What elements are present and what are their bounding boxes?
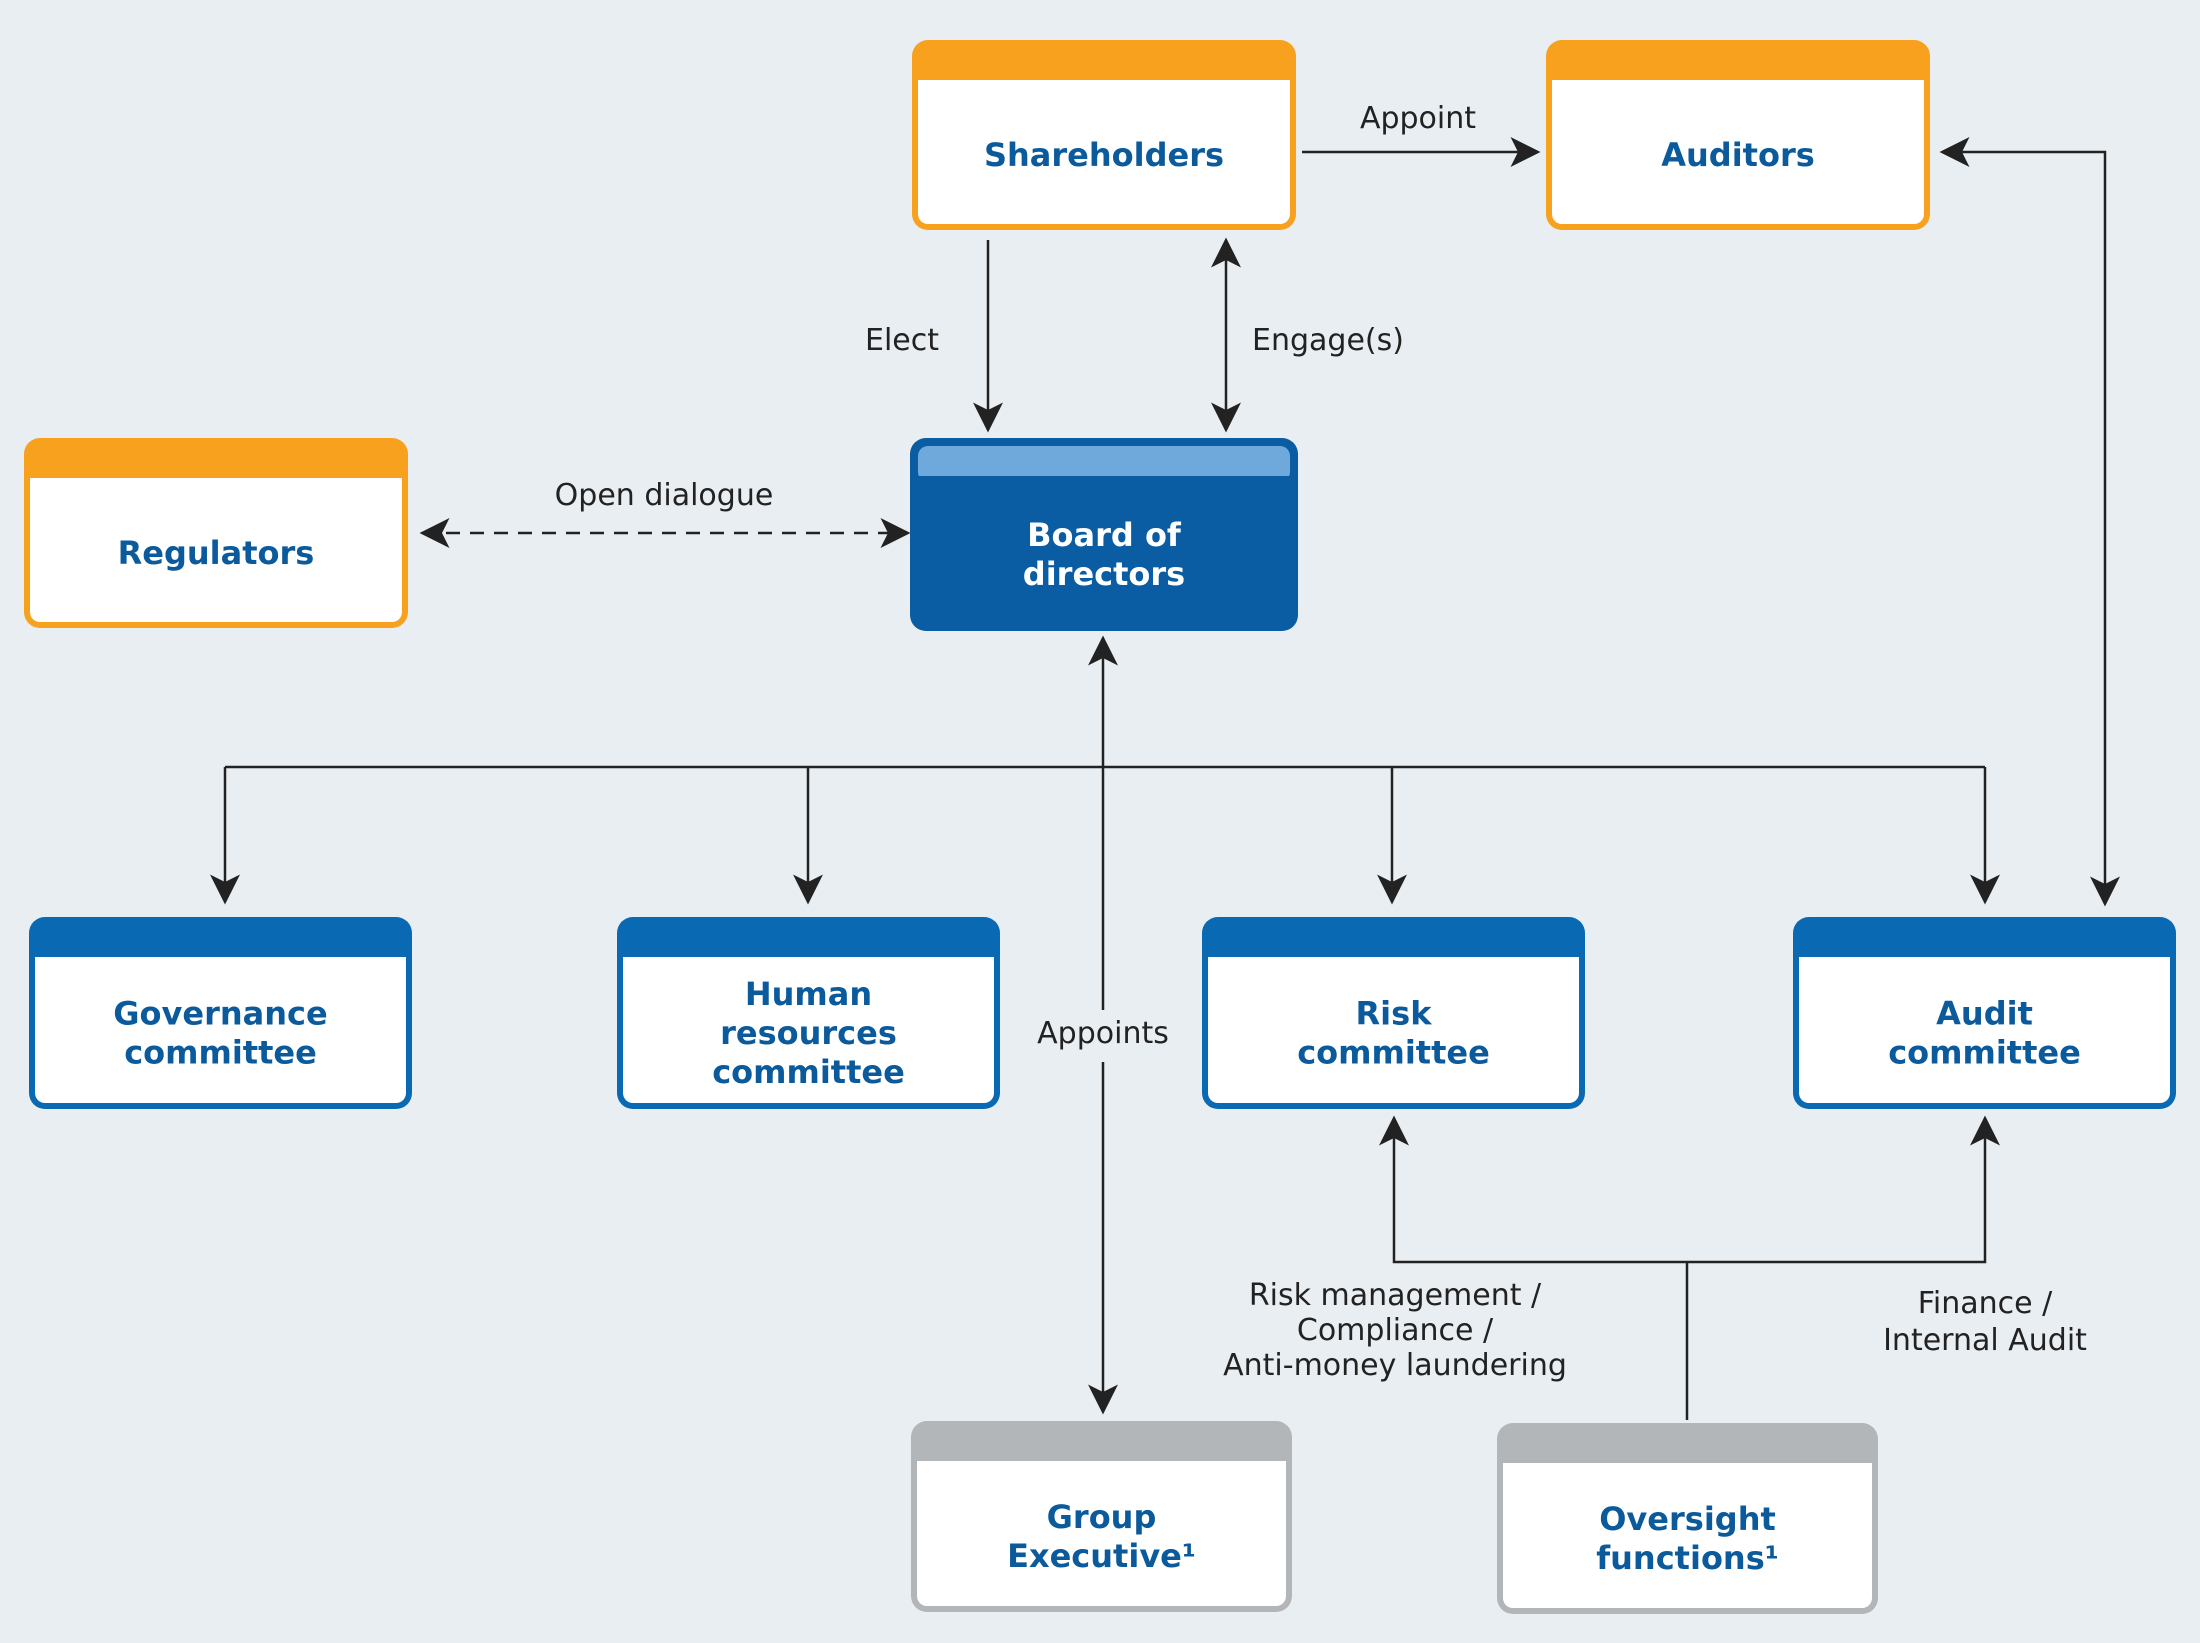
node-body-top [1799, 957, 2170, 977]
edge-label-text: Appoint [1360, 101, 1476, 136]
edge-label-text: Elect [865, 323, 939, 358]
edge-label-line: Risk management / [1249, 1278, 1542, 1313]
node-title-line: Audit [1936, 995, 2033, 1033]
node-body-top [35, 957, 406, 977]
node-title-line: Group [1047, 1498, 1157, 1536]
edge-label-appoints: Appoints [1033, 1013, 1173, 1055]
node-title-line: Shareholders [984, 136, 1224, 174]
edge-label-background [1033, 1013, 1173, 1055]
edge-label-line: Appoint [1360, 101, 1476, 136]
node-title-line: functions¹ [1596, 1539, 1779, 1577]
node-title-line: Human [745, 975, 872, 1013]
edge-label-engages: Engage(s) [1252, 323, 1404, 358]
node-auditors: Auditors [1546, 40, 1930, 230]
oversight-to-audit-arrow [1687, 1115, 2000, 1264]
node-body [623, 957, 994, 1103]
edge-label-text: Finance /Internal Audit [1883, 1286, 2087, 1358]
edge-label-open-dialogue: Open dialogue [555, 478, 774, 513]
node-header-band [918, 446, 1290, 482]
node-title-line: Risk [1356, 995, 1433, 1033]
node-body [1503, 1463, 1872, 1608]
node-shareholders: Shareholders [912, 40, 1296, 230]
edge-label-appoint: Appoint [1360, 101, 1476, 136]
edge-label-finance: Finance /Internal Audit [1883, 1286, 2087, 1358]
node-title-line: directors [1023, 555, 1185, 593]
node-title-line: Governance [113, 995, 327, 1033]
node-body-top [918, 80, 1290, 100]
edge-label-line: Internal Audit [1883, 1323, 2087, 1358]
edge-label-line: Open dialogue [555, 478, 774, 513]
node-title: Regulators [118, 534, 315, 572]
node-body [1799, 957, 2170, 1103]
node-body [1552, 80, 1924, 224]
node-title-line: Oversight [1599, 1500, 1776, 1538]
node-title: Shareholders [984, 136, 1224, 174]
node-body-top [1503, 1463, 1872, 1483]
edge-label-text: Engage(s) [1252, 323, 1404, 358]
node-title-line: resources [720, 1014, 897, 1052]
node-body [918, 80, 1290, 224]
edge-label-line: Appoints [1037, 1016, 1169, 1051]
edge-label-line: Elect [865, 323, 939, 358]
node-body [917, 1461, 1286, 1606]
node-title: Auditors [1661, 136, 1815, 174]
edge-label-line: Anti-money laundering [1223, 1348, 1567, 1383]
edge-label-line: Engage(s) [1252, 323, 1404, 358]
node-body-top [1208, 957, 1579, 977]
node-body-top [917, 1461, 1286, 1481]
edge-label-line: Finance / [1918, 1286, 2053, 1321]
auditors-audit-committee-arrow [1939, 137, 2120, 907]
node-body-top [30, 478, 402, 498]
node-body [35, 957, 406, 1103]
node-title-line: Board of [1027, 516, 1182, 554]
node-body-top [1552, 80, 1924, 100]
edge-label-line: Compliance / [1297, 1313, 1494, 1348]
node-title-line: committee [712, 1053, 905, 1091]
node-regulators: Regulators [24, 438, 408, 628]
oversight-to-risk-arrow [1379, 1115, 1687, 1264]
node-body [1208, 957, 1579, 1103]
edge-label-risk-management: Risk management /Compliance /Anti-money … [1223, 1278, 1567, 1383]
node-body [918, 476, 1290, 623]
node-body-top [623, 957, 994, 977]
edge-label-text: Open dialogue [555, 478, 774, 513]
node-title-line: committee [1888, 1034, 2081, 1072]
node-title-line: committee [124, 1034, 317, 1072]
edge-label-text: Risk management /Compliance /Anti-money … [1223, 1278, 1567, 1383]
edge-label-elect: Elect [865, 323, 939, 358]
edge-label-text: Appoints [1037, 1016, 1169, 1051]
node-body [30, 478, 402, 622]
node-title-line: Auditors [1661, 136, 1815, 174]
connector-lines [210, 137, 2120, 1420]
node-title-line: Executive¹ [1007, 1537, 1196, 1575]
node-title-line: Regulators [118, 534, 315, 572]
node-title-line: committee [1297, 1034, 1490, 1072]
